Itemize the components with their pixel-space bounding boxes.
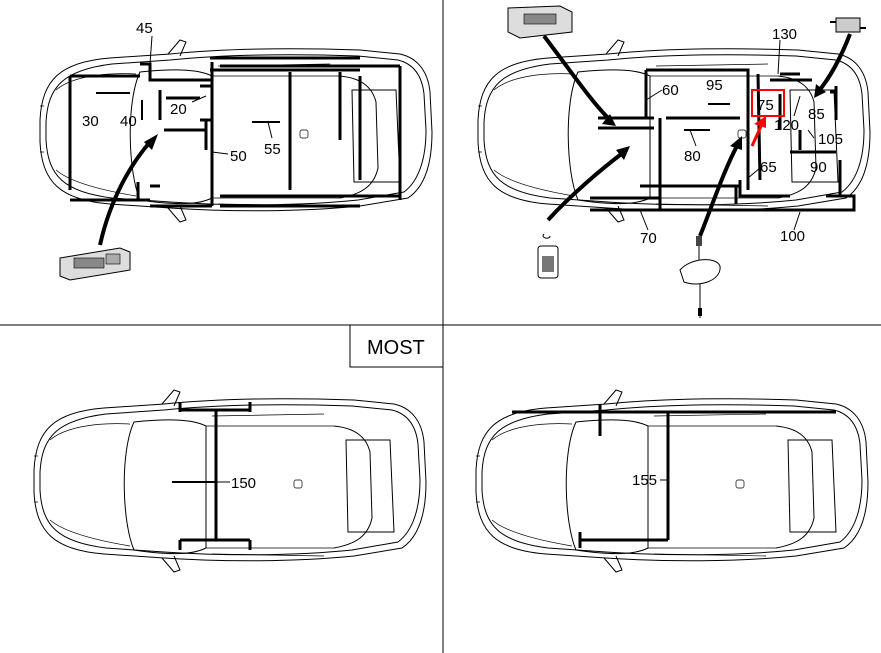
most-tag-box <box>349 324 444 368</box>
label-65: 65 <box>760 159 777 176</box>
label-90: 90 <box>810 159 827 176</box>
label-85: 85 <box>808 106 825 123</box>
panel-bottom-right: 155 <box>475 389 869 573</box>
label-120: 120 <box>774 117 799 134</box>
label-70: 70 <box>640 230 657 247</box>
label-100: 100 <box>780 228 805 245</box>
label-80: 80 <box>684 148 701 165</box>
panel-top-right: 130 60 95 75 85 120 105 80 65 90 70 100 <box>477 5 871 318</box>
panel-bottom-left: MOST 150 <box>33 324 444 573</box>
label-95: 95 <box>706 77 723 94</box>
label-45: 45 <box>136 20 153 37</box>
label-75: 75 <box>757 97 774 114</box>
label-20: 20 <box>170 101 187 118</box>
most-tag: MOST <box>367 337 425 359</box>
label-40: 40 <box>120 113 137 130</box>
label-30: 30 <box>82 113 99 130</box>
label-55: 55 <box>264 141 281 158</box>
radio-head-unit-icon <box>59 247 131 281</box>
label-50: 50 <box>230 148 247 165</box>
car-outline <box>475 389 869 573</box>
highlight-box-75 <box>751 89 785 117</box>
label-105: 105 <box>818 131 843 148</box>
car-outline <box>33 389 427 573</box>
label-155: 155 <box>632 472 657 489</box>
label-150: 150 <box>231 475 256 492</box>
label-60: 60 <box>662 82 679 99</box>
car-outline <box>477 39 871 223</box>
panel-top-left: 45 20 30 40 55 50 <box>39 20 433 281</box>
antenna-connector-icon <box>830 17 866 33</box>
remote-key-fob-icon <box>537 233 559 279</box>
label-130: 130 <box>772 26 797 43</box>
rear-view-mirror-icon <box>679 236 721 318</box>
radio-head-unit-icon <box>507 5 573 39</box>
